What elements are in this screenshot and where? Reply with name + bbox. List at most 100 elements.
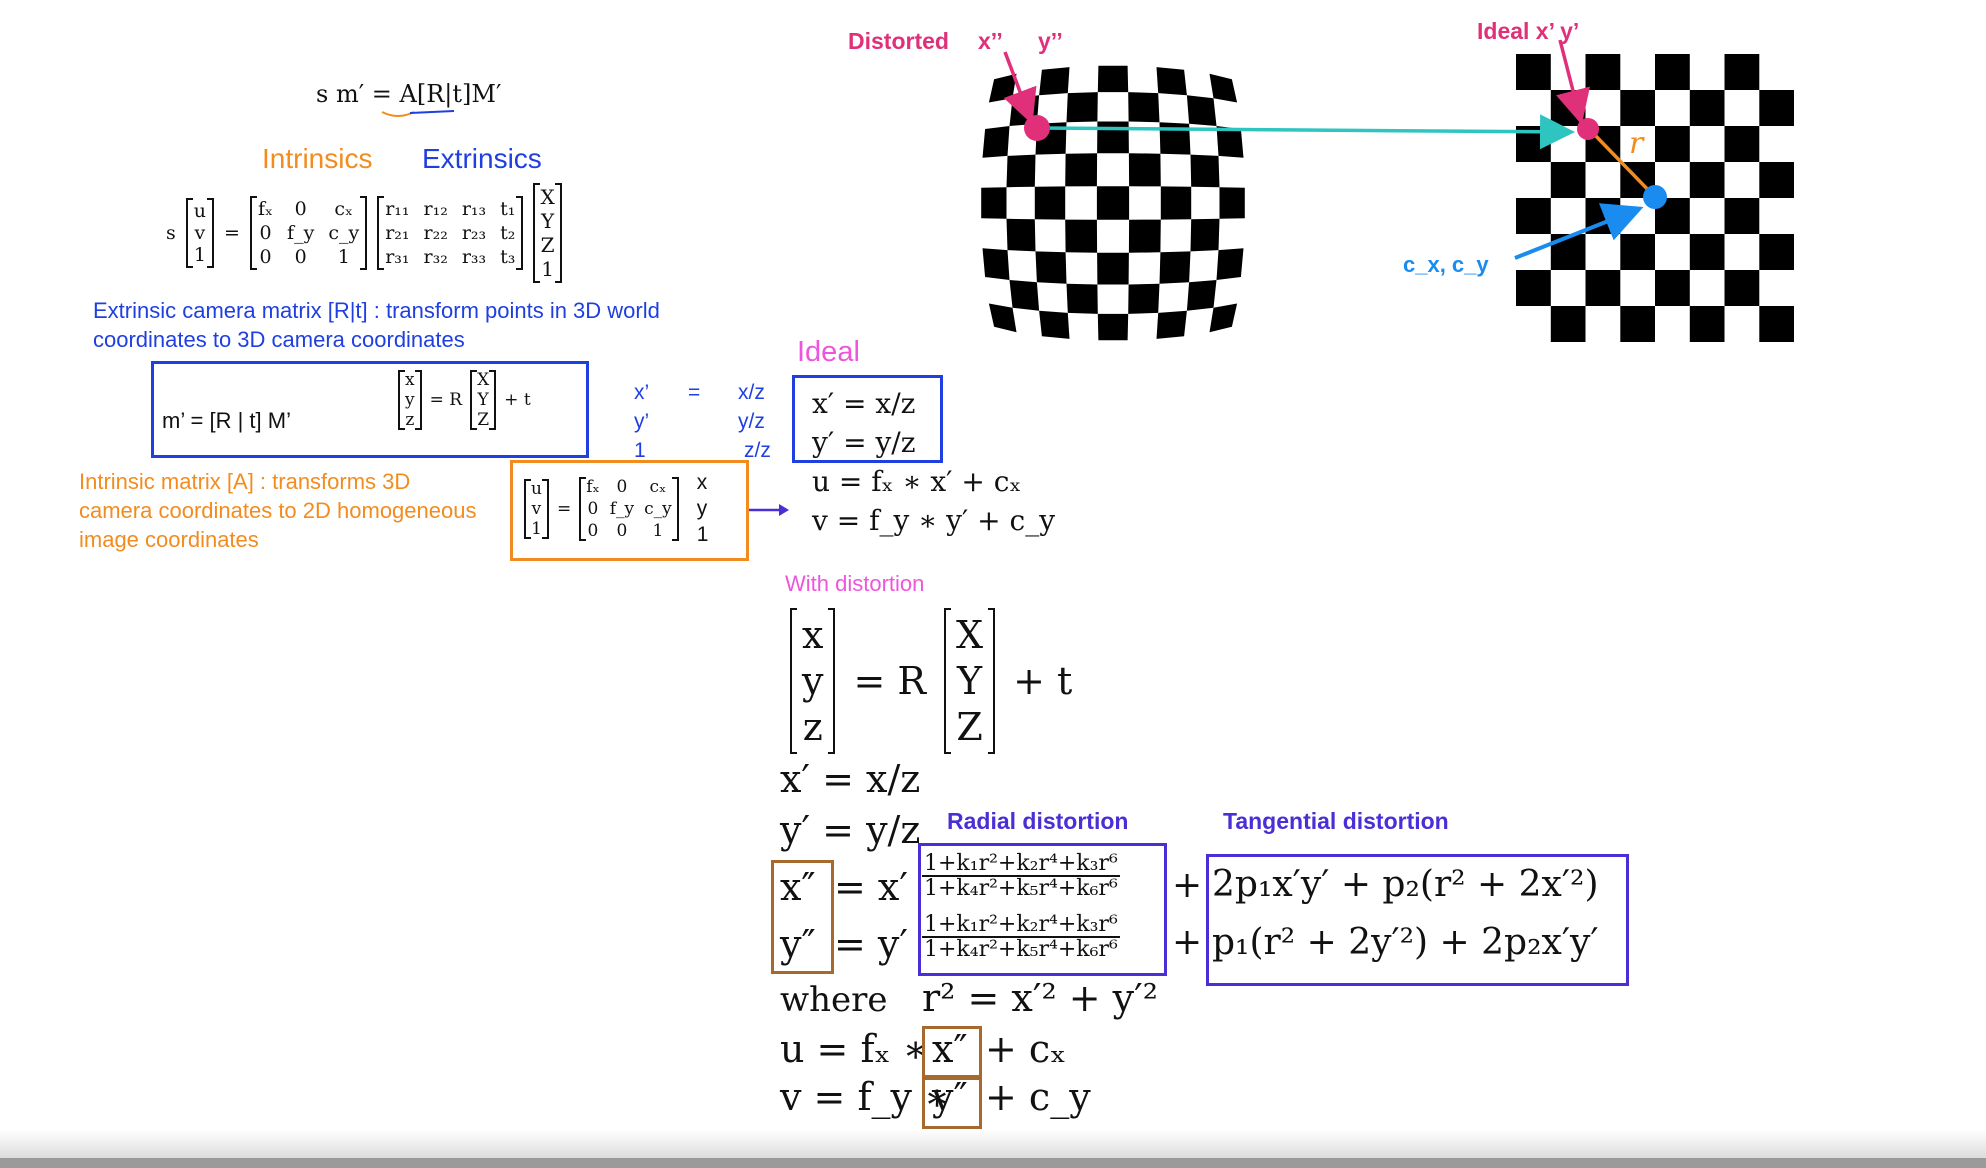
checker-square xyxy=(1585,54,1621,90)
checker-square xyxy=(1009,280,1040,311)
r-label: r xyxy=(1629,126,1644,161)
checker-square xyxy=(1128,283,1160,314)
checker-square xyxy=(1219,187,1245,219)
checker-square xyxy=(1759,90,1794,126)
checker-square xyxy=(1096,186,1130,220)
x-double-prime: x″ xyxy=(780,865,816,909)
intrinsic-box xyxy=(510,460,749,561)
checker-square xyxy=(1128,153,1161,187)
u-final-xdd: x″ xyxy=(932,1027,968,1071)
checker-square xyxy=(1724,54,1760,90)
tangential-box xyxy=(1206,854,1629,986)
checker-square xyxy=(1516,198,1551,234)
ideal-xy-label: Ideal x’ y’ xyxy=(1477,18,1580,44)
checker-square xyxy=(988,303,1017,333)
cxcy-arrow xyxy=(1514,203,1644,260)
checker-square xyxy=(1759,162,1794,198)
equation-underline xyxy=(381,110,455,117)
ideal-x-prime: x′ = x/z xyxy=(812,387,916,420)
checker-square xyxy=(1039,67,1070,96)
x-eq-xprime: = x′ xyxy=(834,865,908,909)
checker-square xyxy=(1209,73,1238,103)
y-double-prime: y″ xyxy=(780,922,816,966)
center-point xyxy=(1643,185,1667,209)
translation-t: + t xyxy=(504,390,531,410)
checker-square xyxy=(982,248,1010,280)
intrinsics-label: Intrinsics xyxy=(262,143,373,174)
ideal-checkerboard xyxy=(1516,54,1794,342)
checker-square xyxy=(1724,270,1760,306)
checker-square xyxy=(1128,219,1161,253)
checker-square xyxy=(1655,198,1690,234)
checker-square xyxy=(1097,252,1129,285)
tangential-x: 2p₁x′y′ + p₂(r² + 2x′²) xyxy=(1212,864,1599,905)
checker-square xyxy=(1585,270,1621,306)
checker-square xyxy=(1186,280,1217,311)
u-final-post: + cₓ xyxy=(985,1027,1067,1071)
y-eq-yprime: = y′ xyxy=(834,922,909,966)
checker-square xyxy=(1216,248,1244,280)
dist-y-prime: y′ = y/z xyxy=(780,808,921,852)
checker-square xyxy=(1655,54,1690,90)
distorted-label: Distorted xyxy=(848,28,949,54)
checker-square xyxy=(1209,303,1238,333)
where-label: where xyxy=(780,980,888,1020)
checker-square xyxy=(1550,234,1586,270)
v-final-post: + c_y xyxy=(985,1075,1091,1119)
cxcy-label: c_x, c_y xyxy=(1403,252,1489,277)
purple-arrow xyxy=(749,504,789,516)
ideal-label: Ideal xyxy=(797,336,860,368)
radial-distortion-label: Radial distortion xyxy=(947,808,1129,834)
xdd-ydd-brown-box xyxy=(771,860,834,974)
checker-square xyxy=(1035,251,1067,284)
checker-square xyxy=(1039,310,1070,339)
checker-square xyxy=(1159,251,1191,284)
plus-x: + xyxy=(1172,865,1203,906)
checker-square xyxy=(1097,313,1129,341)
checker-square xyxy=(1216,126,1244,158)
with-distortion-label: With distortion xyxy=(785,571,925,596)
m-prime-equation: m’ = [R | t] M’ xyxy=(162,408,291,433)
checker-square xyxy=(1186,95,1217,126)
checker-square xyxy=(1689,162,1725,198)
checker-square xyxy=(1689,306,1725,342)
bottom-shade xyxy=(0,1130,1986,1158)
checker-square xyxy=(1065,153,1098,187)
checker-square xyxy=(1190,218,1220,252)
ideal-label-arrow xyxy=(1556,39,1590,125)
r-line xyxy=(1588,128,1657,199)
ideal-y-prime: y′ = y/z xyxy=(812,426,916,459)
checker-square xyxy=(982,126,1010,158)
checker-square xyxy=(1160,186,1192,220)
extrinsic-description: Extrinsic camera matrix [R|t] : transfor… xyxy=(93,298,660,352)
ideal-u-eq: u = fₓ ∗ x′ + cₓ xyxy=(812,465,1022,498)
r-squared-equation: r² = x′² + y′² xyxy=(922,976,1159,1020)
distorted-to-ideal-arrow xyxy=(1039,114,1575,150)
checker-square xyxy=(1065,219,1098,253)
checker-square xyxy=(1516,54,1551,90)
checker-square xyxy=(1516,270,1551,306)
equals-sign: = xyxy=(556,499,572,519)
checker-square xyxy=(1097,65,1129,93)
u-final-pre: u = fₓ ∗ xyxy=(780,1027,929,1071)
radial-box xyxy=(918,843,1167,976)
projection-equation: s m′ = A[R|t]M′ xyxy=(316,80,502,108)
checker-square xyxy=(1034,186,1066,220)
checker-square xyxy=(1190,154,1220,188)
extrinsics-label: Extrinsics xyxy=(422,143,542,174)
checker-square xyxy=(1066,92,1098,123)
checker-square xyxy=(1006,218,1036,252)
bottom-bar xyxy=(0,1158,1986,1168)
